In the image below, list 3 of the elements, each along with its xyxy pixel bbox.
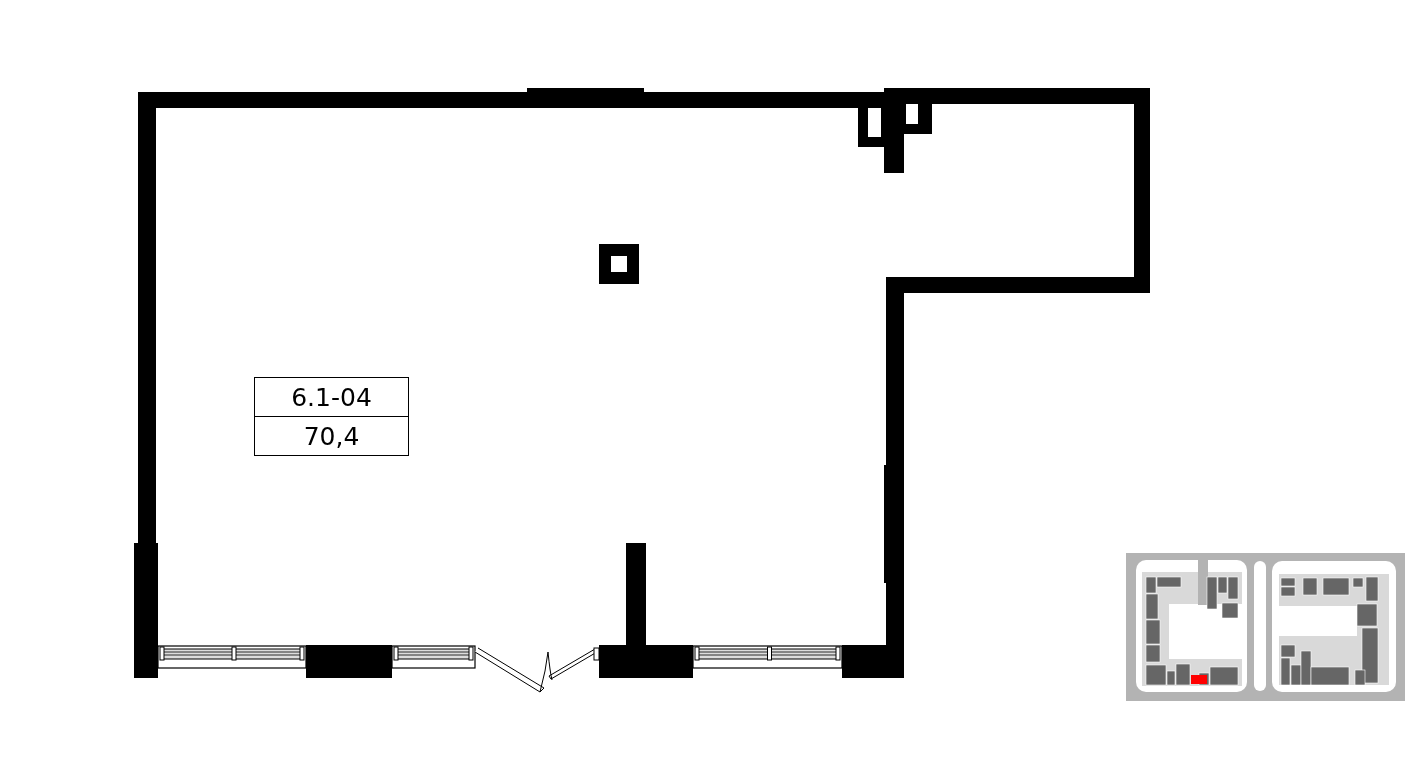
room-area: 70,4 (255, 416, 408, 455)
room-number: 6.1-04 (290, 381, 373, 414)
room-label-box (254, 377, 409, 456)
